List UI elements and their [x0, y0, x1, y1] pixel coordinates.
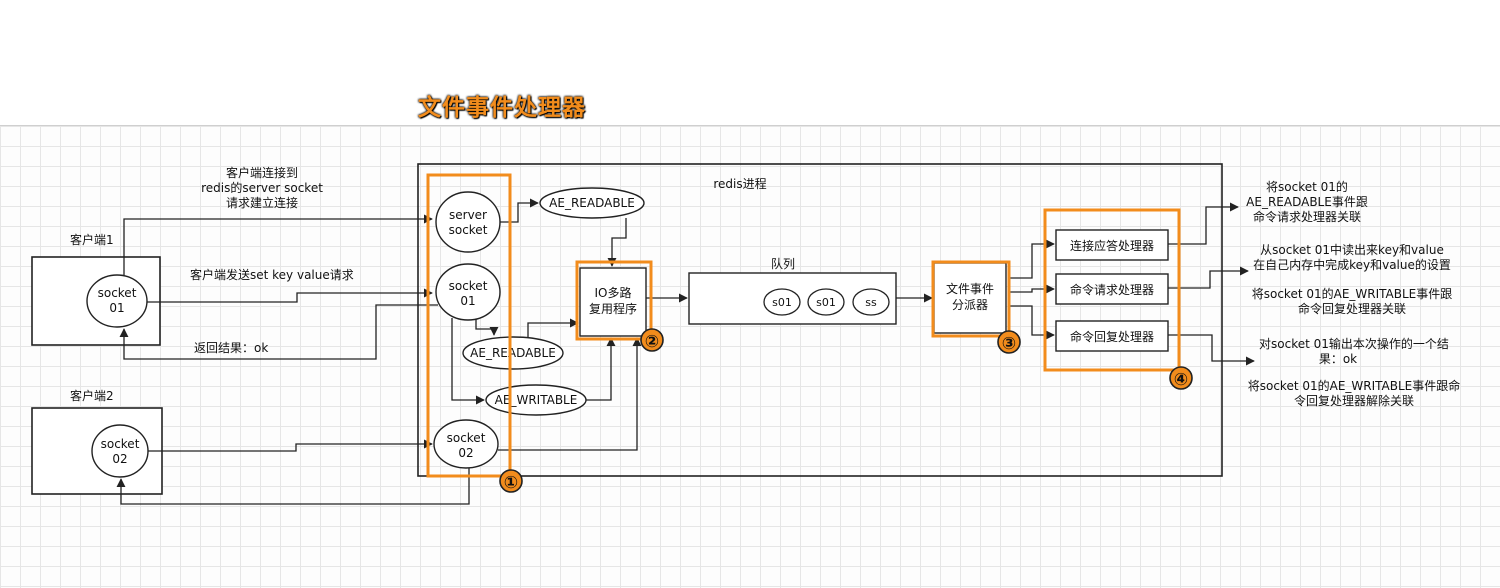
client2-socket-line1: socket [101, 437, 140, 451]
client1-socket [86, 274, 148, 328]
ae-readable-top [539, 187, 645, 219]
writable-to-io-arrow [586, 337, 616, 401]
note1-line1: 将socket 01的 [1266, 179, 1348, 194]
socket01 [435, 263, 501, 321]
highlight-frame-2 [575, 260, 653, 341]
s01-to-writable-arrow [451, 318, 485, 405]
return-arrow-1 [119, 304, 438, 360]
ae-readable-top-label: AE_READABLE [549, 196, 635, 210]
handler1-out-arrow [1168, 202, 1239, 245]
handler-request-label: 命令请求处理器 [1070, 282, 1154, 297]
readable-mid-to-io-arrow [527, 318, 579, 337]
client1-socket-line2: 01 [109, 301, 124, 315]
dispatcher-line2: 分派器 [952, 298, 988, 312]
socket01-line2: 01 [460, 294, 475, 308]
highlight-frame-3 [931, 260, 1011, 338]
queue-label: 队列 [771, 256, 795, 271]
marker-2-badge [640, 328, 664, 352]
queue-item-2-label: s01 [816, 296, 836, 309]
highlight-frame-4 [1043, 208, 1181, 372]
server-socket [435, 191, 501, 253]
page-title: 文件事件处理器 [418, 95, 586, 121]
marker-1-badge [499, 469, 523, 493]
note4-line2: 果：ok [1319, 352, 1357, 366]
io-multiplexer-box [579, 267, 647, 337]
note2-line1: 从socket 01中读出来key和value [1260, 242, 1444, 257]
connect-annotation-line3: 请求建立连接 [226, 195, 298, 210]
send-annotation: 客户端发送set key value请求 [190, 267, 354, 282]
handler-connect-box [1055, 229, 1169, 261]
ae-writable-label: AE_WRITABLE [495, 393, 578, 407]
marker-4-label: ④ [1174, 370, 1188, 390]
note1-line2: AE_READABLE事件跟 [1246, 195, 1368, 209]
ae-readable-mid-label: AE_READABLE [470, 346, 556, 360]
handler3-out-arrow [1168, 334, 1255, 366]
note5-line2: 令回复处理器解除关联 [1294, 393, 1414, 408]
note2-line2: 在自己内存中完成key和value的设置 [1253, 257, 1451, 272]
client1-label: 客户端1 [70, 232, 114, 247]
handler-reply-box [1055, 320, 1169, 352]
socket02 [433, 419, 499, 469]
connect-annotation-line1: 客户端连接到 [226, 165, 298, 180]
ae-readable-mid [462, 336, 564, 370]
server-socket-line1: server [449, 208, 487, 222]
io-multiplexer-line1: IO多路 [595, 285, 632, 300]
return-annotation: 返回结果：ok [194, 341, 268, 355]
diagram-svg: redis进程 客户端1 socket 01 客户端2 socket 02 客户… [31, 163, 1461, 505]
queue-item-3 [852, 288, 890, 316]
client1-socket-line1: socket [98, 286, 137, 300]
s02-to-io-arrow [498, 337, 642, 451]
client2-send-arrow [148, 439, 433, 452]
handler2-out-arrow [1168, 266, 1249, 289]
queue-item-3-label: ss [865, 296, 877, 309]
dispatcher-to-handler1-arrow [1008, 239, 1055, 279]
handler-reply-label: 命令回复处理器 [1070, 329, 1154, 344]
dispatcher-box [933, 262, 1007, 334]
client2-label: 客户端2 [70, 388, 114, 403]
marker-1-label: ① [504, 473, 518, 493]
note3-line2: 命令回复处理器关联 [1298, 301, 1406, 316]
queue-item-2 [807, 288, 845, 316]
connect-annotation-line2: redis的server socket [201, 180, 323, 195]
queue-item-1-label: s01 [772, 296, 792, 309]
handler-request-box [1055, 273, 1169, 305]
note1-line3: 命令请求处理器关联 [1253, 209, 1361, 224]
socket01-line1: socket [449, 279, 488, 293]
note4-line1: 对socket 01输出本次操作的一个结 [1259, 336, 1449, 351]
dispatcher-line1: 文件事件 [946, 281, 994, 296]
redis-process-box [417, 163, 1223, 477]
send-arrow [147, 288, 433, 303]
marker-2-label: ② [645, 332, 659, 352]
marker-3-label: ③ [1002, 334, 1016, 354]
note3-line1: 将socket 01的AE_WRITABLE事件跟 [1252, 286, 1453, 301]
note5-line1: 将socket 01的AE_WRITABLE事件跟命 [1248, 378, 1461, 393]
marker-4-badge [1169, 366, 1193, 390]
queue-item-1 [763, 288, 801, 316]
return-arrow-2 [116, 467, 470, 505]
socket02-line1: socket [447, 431, 486, 445]
redis-process-label: redis进程 [713, 176, 766, 191]
dispatcher-to-handler3-arrow [1008, 305, 1055, 340]
client2-socket-line2: 02 [112, 452, 127, 466]
io-multiplexer-line2: 复用程序 [589, 301, 637, 316]
socket02-line2: 02 [458, 446, 473, 460]
server-to-readable-arrow [500, 198, 539, 223]
server-socket-line2: socket [449, 223, 488, 237]
connect-arrow [123, 214, 433, 275]
diagram-canvas: redis进程 客户端1 socket 01 客户端2 socket 02 客户… [0, 125, 1500, 588]
highlight-frame-1 [426, 173, 512, 478]
s01-to-readable-arrow [475, 319, 499, 336]
marker-3-badge [997, 330, 1021, 354]
handler-connect-label: 连接应答处理器 [1070, 238, 1154, 253]
readable-top-to-io-arrow [607, 218, 627, 267]
dispatcher-to-handler2-arrow [1008, 284, 1055, 294]
client2-socket [91, 424, 149, 478]
